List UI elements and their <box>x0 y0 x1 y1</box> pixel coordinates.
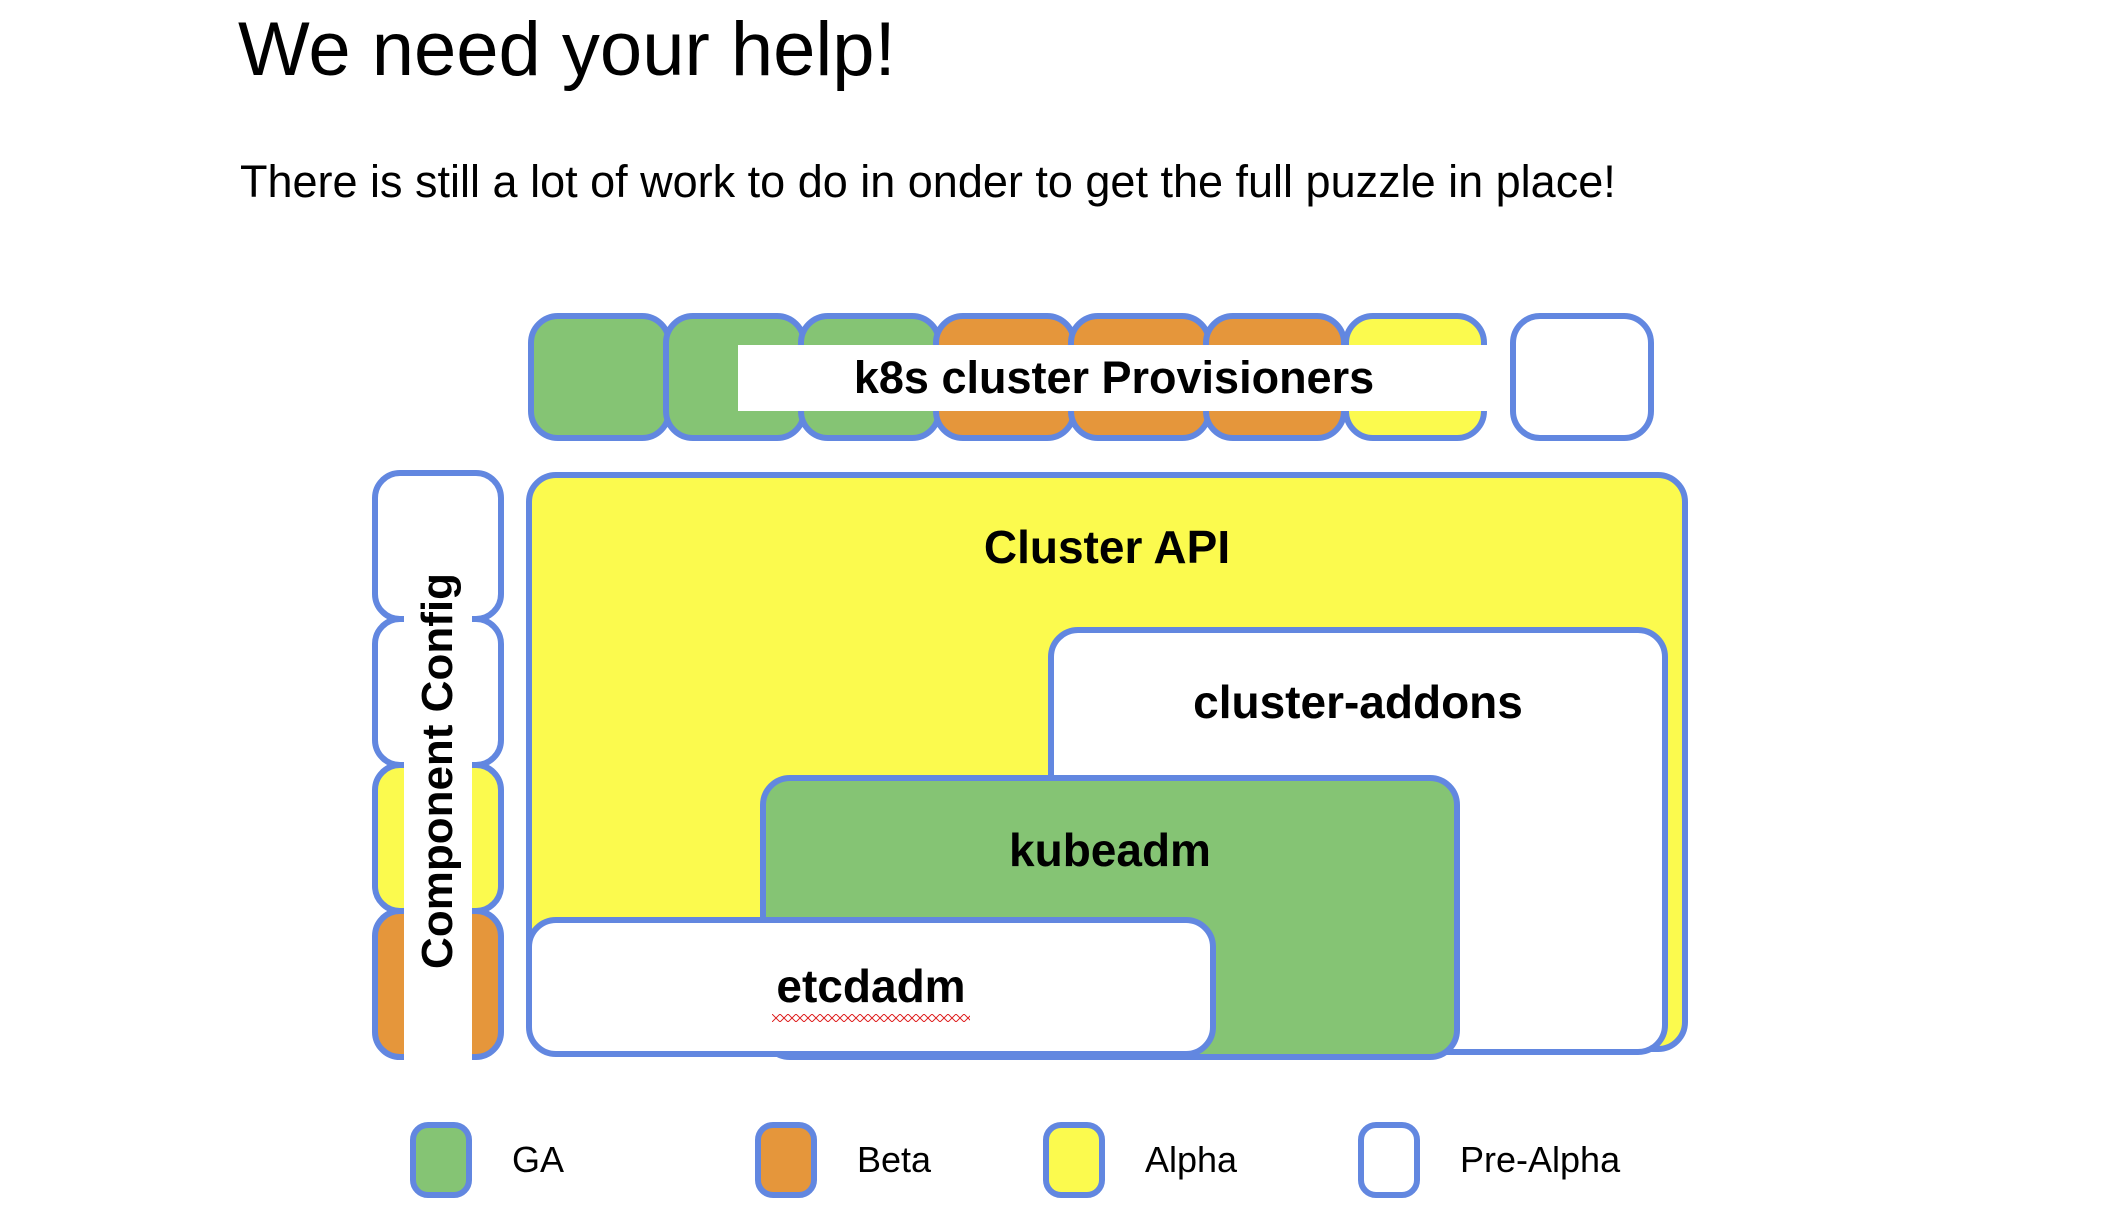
provisioner-box-1[interactable] <box>528 313 672 441</box>
legend-label-prealpha: Pre-Alpha <box>1460 1139 1621 1180</box>
legend-item-beta: Beta <box>755 1122 931 1198</box>
page-subtitle: There is still a lot of work to do in on… <box>240 156 1616 207</box>
kubeadm-label: kubeadm <box>1009 824 1211 876</box>
legend-label-ga: GA <box>512 1139 565 1180</box>
etcdadm-label: etcdadm <box>532 959 1210 1022</box>
legend-swatch-ga <box>410 1122 472 1198</box>
legend-item-alpha: Alpha <box>1043 1122 1237 1198</box>
provisioner-box-8[interactable] <box>1510 313 1654 441</box>
cluster-addons-label: cluster-addons <box>1193 676 1523 728</box>
page-title: We need your help! <box>238 7 896 92</box>
legend-item-ga: GA <box>410 1122 564 1198</box>
legend-swatch-alpha <box>1043 1122 1105 1198</box>
etcdadm-label-text: etcdadm <box>772 960 970 1022</box>
legend-item-prealpha: Pre-Alpha <box>1358 1122 1620 1198</box>
component-config-label: Component Config <box>404 482 472 1060</box>
etcdadm-box[interactable]: etcdadm <box>526 917 1216 1057</box>
legend-swatch-beta <box>755 1122 817 1198</box>
legend-label-alpha: Alpha <box>1145 1139 1238 1180</box>
cluster-api-label: Cluster API <box>983 521 1231 573</box>
component-config-label-text: Component Config <box>413 573 463 969</box>
legend-label-beta: Beta <box>857 1139 932 1180</box>
legend: GA Beta Alpha Pre-Alpha <box>0 1122 2126 1212</box>
provisioner-row-label: k8s cluster Provisioners <box>738 345 1490 411</box>
legend-swatch-prealpha <box>1358 1122 1420 1198</box>
